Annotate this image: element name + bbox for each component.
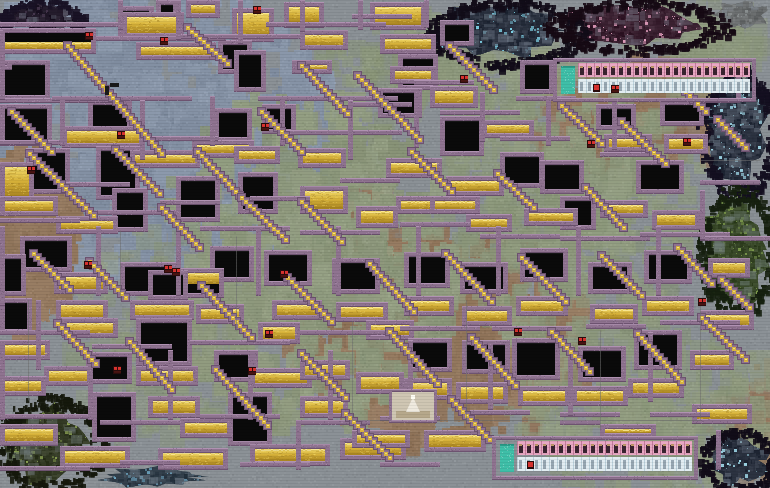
game-map-viewport[interactable] [0, 0, 770, 488]
fortress-map-canvas[interactable] [0, 0, 770, 488]
